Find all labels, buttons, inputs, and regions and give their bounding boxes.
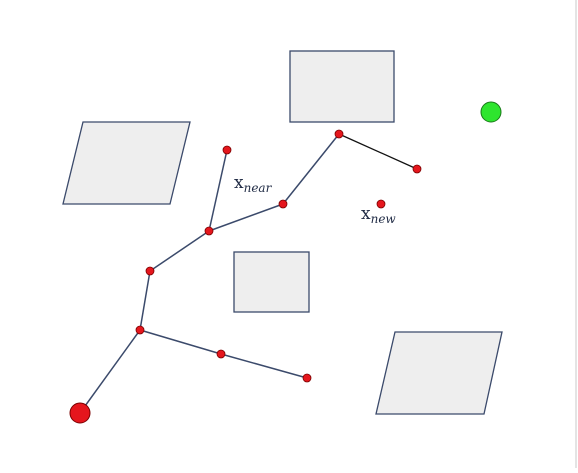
goal-node <box>480 101 502 123</box>
tree-node <box>222 145 232 155</box>
tree-node <box>216 349 226 359</box>
tree-edge <box>149 230 210 272</box>
x-new-label: xnew <box>361 204 396 226</box>
x-new-node <box>376 199 386 209</box>
obstacle-parallelogram-left <box>62 121 191 205</box>
tree-nodes <box>135 129 422 383</box>
x-new-label-sub: new <box>371 212 397 226</box>
tree-edge <box>79 329 141 414</box>
tree-edge <box>220 353 308 379</box>
x-near-label-base: x <box>234 173 244 193</box>
new-branch-edge <box>338 133 418 170</box>
tree-edge <box>139 270 151 331</box>
tree-node <box>412 164 422 174</box>
obstacle-rect-top <box>289 50 395 123</box>
tree-edge <box>208 203 284 232</box>
obstacle-parallelogram-right <box>375 331 503 415</box>
tree-edge <box>208 149 228 232</box>
x-new-label-base: x <box>361 204 371 224</box>
start-node <box>69 402 91 424</box>
tree-node <box>145 266 155 276</box>
tree-node <box>204 226 214 236</box>
tree-edge <box>139 329 222 355</box>
x-near-node <box>278 199 288 209</box>
tree-edge <box>282 133 340 205</box>
tree-node <box>334 129 344 139</box>
tree-node <box>302 373 312 383</box>
obstacle-rect-center <box>233 251 310 313</box>
tree-node <box>135 325 145 335</box>
tree-edges <box>79 133 418 414</box>
x-near-label: xnear <box>234 173 273 195</box>
x-near-label-sub: near <box>244 181 273 195</box>
